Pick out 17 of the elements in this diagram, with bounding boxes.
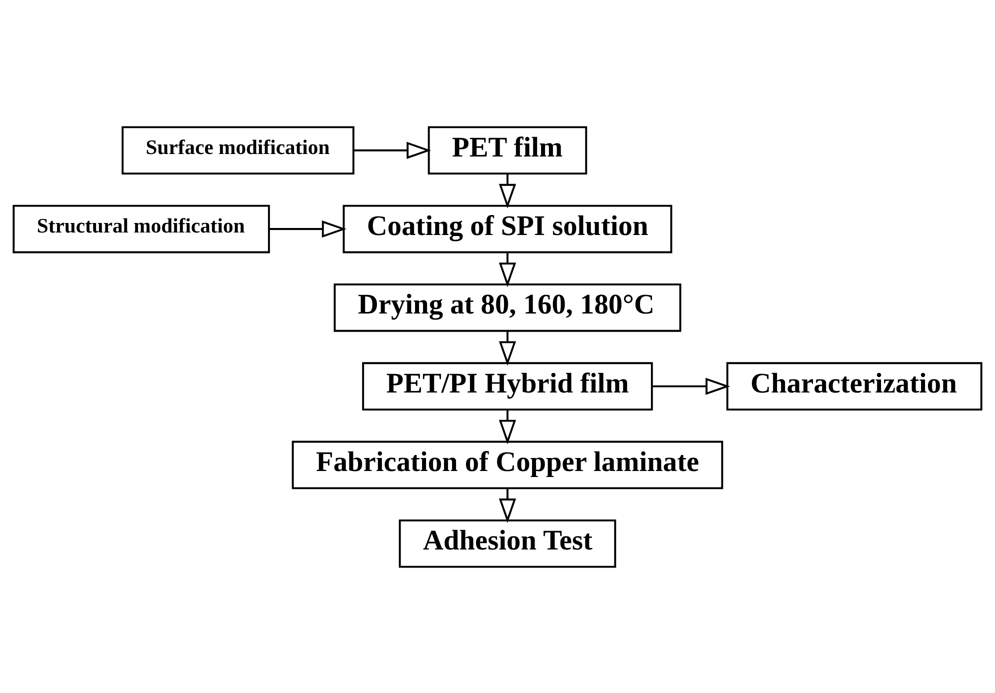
arrow bbox=[498, 173, 516, 208]
node-box: Coating of SPI solution bbox=[342, 204, 672, 253]
arrow bbox=[354, 141, 432, 158]
arrow bbox=[498, 330, 516, 366]
arrow bbox=[498, 409, 516, 444]
arrow bbox=[498, 252, 516, 287]
node-box: Adhesion Test bbox=[398, 518, 616, 568]
node-box: PET/PI Hybrid film bbox=[362, 362, 653, 410]
node-box: Fabrication of Copper laminate bbox=[292, 440, 724, 489]
node-box: Structural modification bbox=[12, 204, 270, 253]
node-box: PET film bbox=[428, 126, 588, 174]
arrow bbox=[652, 377, 730, 394]
node-box: Drying at 80, 160, 180°C bbox=[334, 283, 682, 332]
node-box: Characterization bbox=[726, 362, 982, 410]
arrow bbox=[268, 220, 346, 238]
arrow bbox=[498, 488, 516, 523]
node-box: Surface modification bbox=[122, 126, 354, 174]
